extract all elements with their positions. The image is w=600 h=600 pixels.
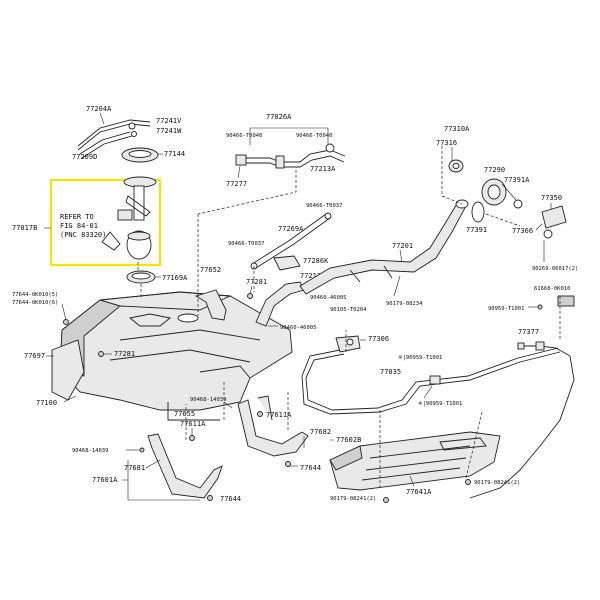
refer-fig-text: FIG 84-01 — [60, 222, 98, 230]
vent-clip-77286K — [273, 255, 301, 271]
fill-hose-77213B — [255, 281, 305, 327]
label-90959-T1001-b: ※|90959-T1001 — [398, 354, 442, 361]
label-90466-T0040-b: 90466-T0040 — [296, 133, 332, 139]
label-77201: 77201 — [392, 242, 413, 250]
label-77306: 77306 — [368, 335, 389, 343]
label-77644-left: 77644 — [220, 495, 241, 503]
label-77241W: 77241W — [156, 127, 182, 135]
label-77366: 77366 — [512, 227, 533, 235]
label-90959-T1001-a: 90959-T1001 — [488, 306, 524, 312]
label-77350: 77350 — [541, 194, 562, 202]
label-77277: 77277 — [226, 180, 247, 188]
label-77286K: 77286K — [303, 257, 329, 265]
refer-to-text: REFER TO — [60, 213, 94, 221]
label-77213B: 77213B — [300, 272, 325, 280]
label-77644-5: 77644-0K010(5) — [12, 292, 58, 298]
label-77652: 77652 — [200, 266, 221, 274]
label-90959-T1001-c: ※|90959-T1001 — [418, 400, 462, 407]
label-77269A: 77269A — [278, 225, 304, 233]
label-77281-mid: 77281 — [246, 278, 267, 286]
label-77611A-right: 77611A — [266, 411, 292, 419]
heat-protector-77652 — [194, 289, 227, 321]
label-77697: 77697 — [24, 352, 45, 360]
label-90179-08241-right: 90179-08241(2) — [474, 480, 520, 486]
label-77310A: 77310A — [444, 125, 470, 133]
label-77026A: 77026A — [266, 113, 292, 121]
vent-hose-middle — [250, 212, 332, 270]
fuel-tank — [59, 291, 293, 411]
label-77241V: 77241V — [156, 117, 182, 125]
gasket-77391 — [471, 201, 485, 223]
tank-protector-77641A — [329, 431, 501, 491]
skid-plate-left — [51, 339, 85, 401]
label-77035: 77035 — [380, 368, 401, 376]
label-77681: 77681 — [124, 464, 145, 472]
label-90105-T0204: 90105-T0204 — [330, 307, 367, 313]
fuel-tube-assembly — [77, 119, 151, 159]
pump-seal-ring — [126, 270, 156, 284]
label-61668-0K010: 61668-0K010 — [534, 286, 570, 292]
heat-shield-77655 — [167, 402, 220, 421]
label-77017B: 77017B — [12, 224, 37, 232]
label-90466-T0037-b: 90466-T0037 — [228, 241, 264, 247]
label-90179-08241-bottom: 90179-08241(2) — [330, 496, 376, 502]
fuel-door-77350 — [541, 205, 567, 229]
label-90466-T0037-a: 90466-T0037 — [306, 203, 342, 209]
label-77644-6: 77644-0K010(6) — [12, 300, 58, 306]
label-77169A: 77169A — [162, 274, 188, 282]
refer-pnc-text: (PNC 83320) — [60, 231, 106, 239]
label-90460-46005-b: 90460-46005 — [280, 325, 316, 331]
label-90466-T0040-a: 90466-T0040 — [226, 133, 262, 139]
label-90468-14039-b: 90468-14039 — [72, 448, 108, 454]
label-77601A: 77601A — [92, 476, 118, 484]
label-77213A: 77213A — [310, 165, 336, 173]
tank-strap-77602B — [237, 395, 309, 457]
label-77611A-left: 77611A — [180, 420, 206, 428]
label-77641A: 77641A — [406, 488, 432, 496]
label-77209D: 77209D — [72, 153, 97, 161]
label-plate-61668 — [557, 295, 575, 307]
label-77644-right: 77644 — [300, 464, 321, 472]
label-77290: 77290 — [484, 166, 505, 174]
label-77316: 77316 — [436, 139, 457, 147]
label-77682: 77682 — [310, 428, 331, 436]
label-77391A: 77391A — [504, 176, 530, 184]
pump-gasket-ring — [121, 147, 159, 163]
breather-tube-77377 — [517, 341, 571, 357]
label-77281-left: 77281 — [114, 350, 135, 358]
vent-hose-upper — [235, 143, 346, 169]
highlight-box-77017B — [49, 178, 162, 267]
label-77602B: 77602B — [336, 436, 361, 444]
label-90179-08234: 90179-08234 — [386, 301, 423, 307]
fuel-cap-77316 — [448, 159, 464, 173]
canister-valve-77306 — [335, 335, 361, 353]
label-77377: 77377 — [518, 328, 539, 336]
filler-neck-77290 — [481, 178, 507, 206]
label-90468-14039-a: 90468-14039 — [190, 397, 226, 403]
tank-strap-77681 — [147, 433, 223, 499]
label-77100: 77100 — [36, 399, 57, 407]
label-90269-06017: 90269-06017(2) — [532, 266, 578, 272]
label-77204A: 77204A — [86, 105, 112, 113]
label-77655: 77655 — [174, 410, 195, 418]
label-77144: 77144 — [164, 150, 185, 158]
label-90460-46005-a: 90460-46005 — [310, 295, 346, 301]
label-77391: 77391 — [466, 226, 487, 234]
fuel-pump-assembly — [101, 176, 157, 260]
